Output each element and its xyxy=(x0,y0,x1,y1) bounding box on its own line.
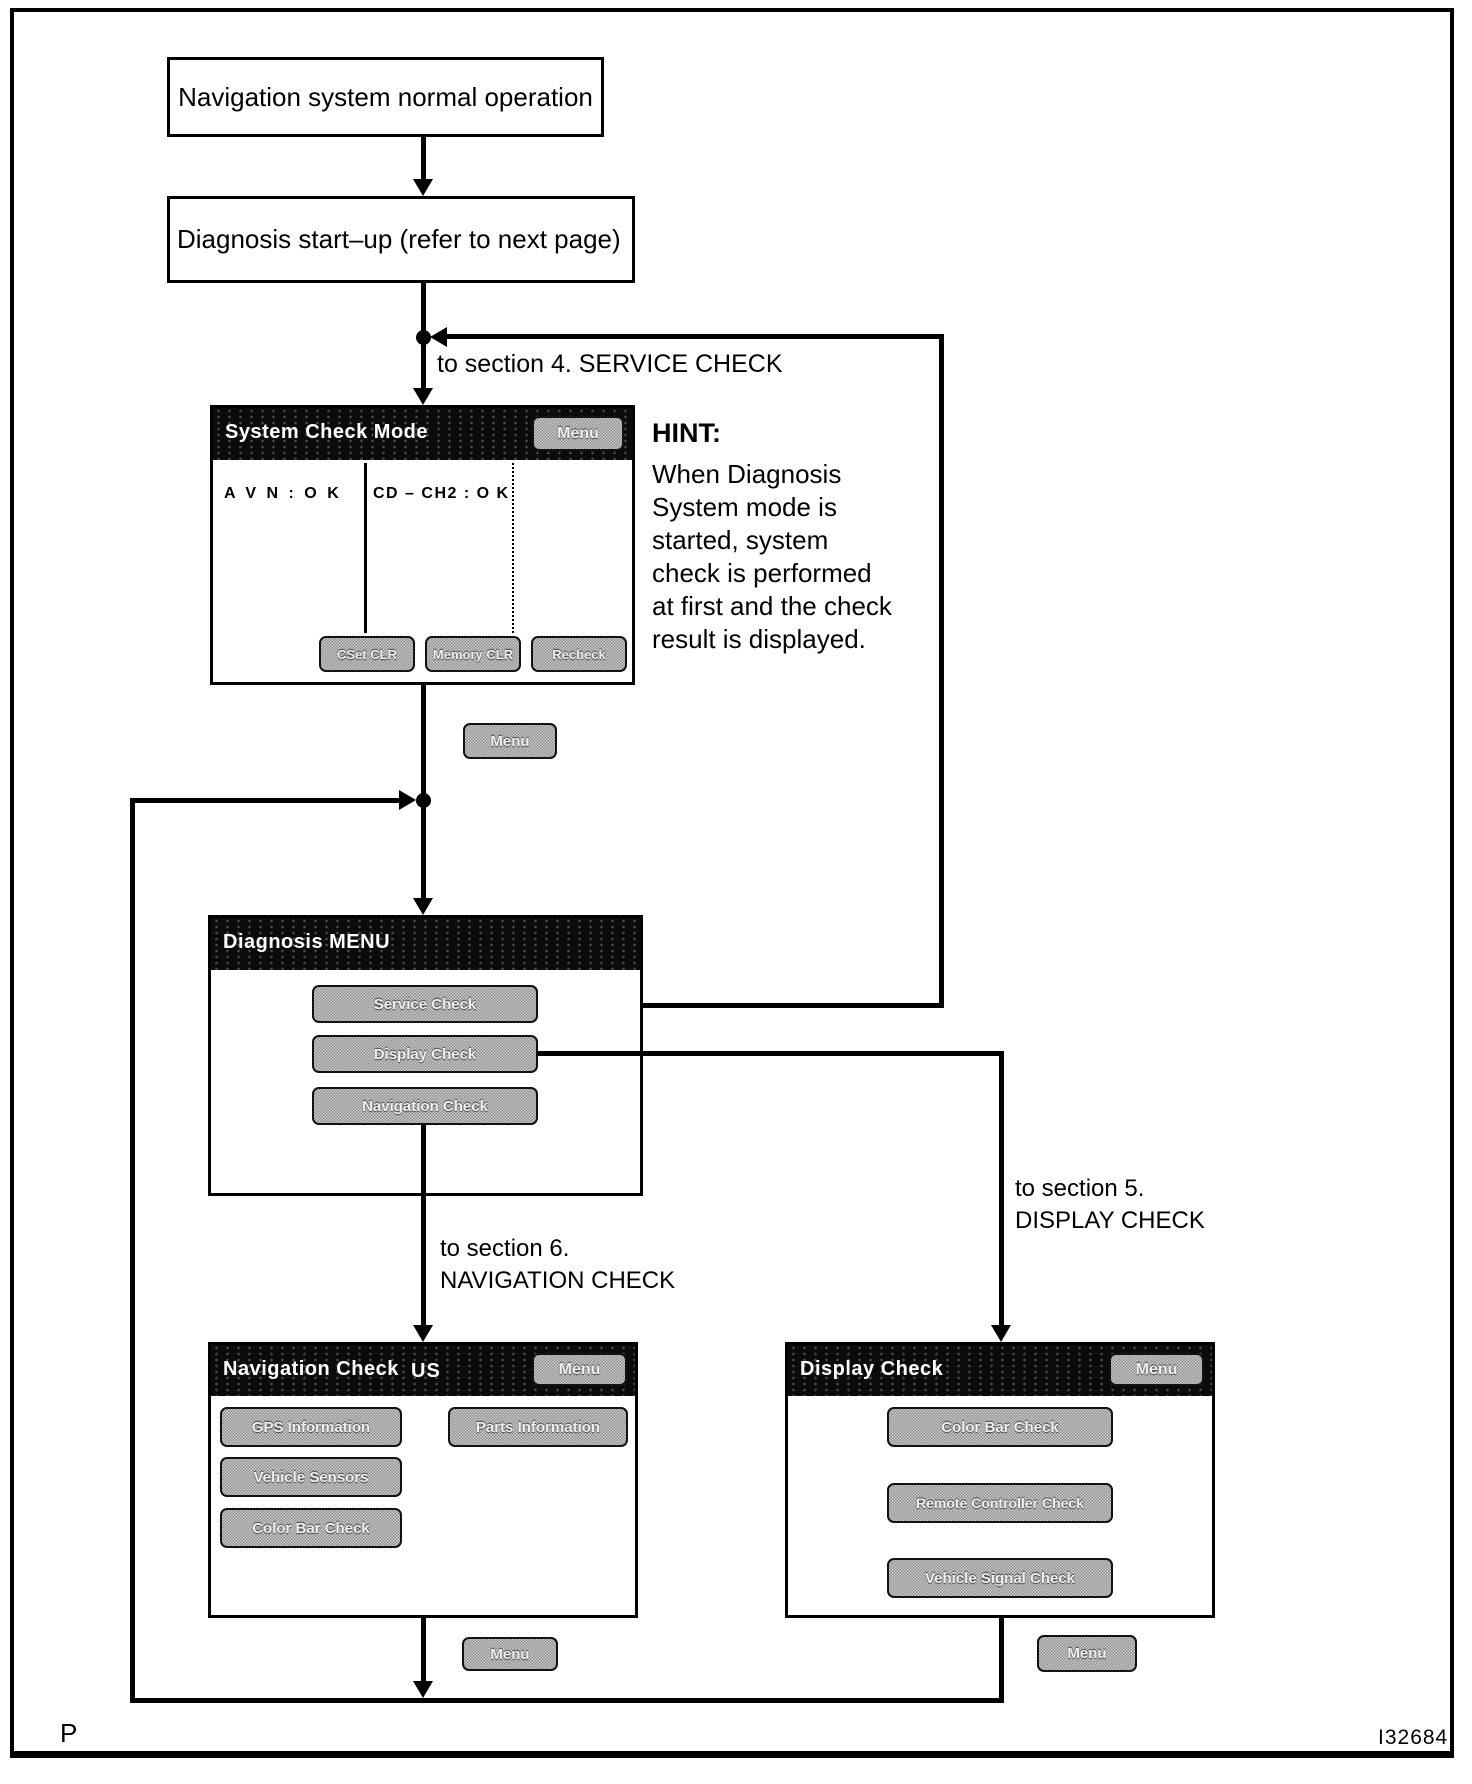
flow-box-label: Navigation system normal operation xyxy=(178,81,593,112)
color-bar-check-button[interactable]: Color Bar Check xyxy=(887,1407,1113,1447)
display-check-button[interactable]: Display Check xyxy=(312,1035,538,1073)
connector-line xyxy=(446,334,944,339)
navigation-check-header: Navigation Check US Menu xyxy=(211,1345,635,1396)
label-to-section-4: to section 4. SERVICE CHECK xyxy=(437,350,783,378)
screen-title: Navigation Check xyxy=(223,1358,399,1380)
check-result-cd: CD – CH2 : O K xyxy=(373,485,510,502)
arrowhead-down-icon xyxy=(413,179,433,196)
memory-clr-button[interactable]: Memory CLR xyxy=(425,636,521,672)
junction-dot xyxy=(416,793,431,808)
arrowhead-down-icon xyxy=(413,898,433,915)
column-divider xyxy=(364,463,367,633)
region-indicator: US xyxy=(411,1360,441,1382)
connector-line xyxy=(130,1698,1004,1703)
system-check-mode-screen: System Check Mode Menu A V N : O K CD – … xyxy=(210,405,635,685)
system-check-mode-header: System Check Mode Menu xyxy=(213,408,632,460)
hint-body: When Diagnosis System mode is started, s… xyxy=(652,459,892,654)
remote-controller-check-button[interactable]: Remote Controller Check xyxy=(887,1483,1113,1523)
menu-button[interactable]: Menu xyxy=(532,416,624,451)
connector-line xyxy=(536,1051,1004,1056)
system-check-mode-body: A V N : O K CD – CH2 : O K CSet CLR Memo… xyxy=(213,460,632,679)
menu-button[interactable]: Menu xyxy=(1109,1353,1204,1386)
menu-button-after-system-check[interactable]: Menu xyxy=(463,723,557,759)
screen-title: System Check Mode xyxy=(225,421,429,443)
connector-line xyxy=(421,1618,426,1682)
parts-information-button[interactable]: Parts Information xyxy=(448,1407,628,1447)
label-to-section-5: to section 5. DISPLAY CHECK xyxy=(1015,1175,1205,1234)
menu-button-after-navigation-check[interactable]: Menu xyxy=(462,1637,558,1671)
menu-button[interactable]: Menu xyxy=(532,1353,627,1386)
junction-dot xyxy=(416,330,431,345)
figure-code: I32684 xyxy=(1378,1726,1449,1749)
diagnosis-menu-header: Diagnosis MENU xyxy=(211,918,640,970)
arrowhead-down-icon xyxy=(991,1325,1011,1342)
screen-title: Diagnosis MENU xyxy=(223,931,391,953)
connector-line xyxy=(421,137,426,181)
navigation-check-screen: Navigation Check US Menu GPS Information… xyxy=(208,1342,638,1618)
connector-line xyxy=(130,798,135,1703)
column-divider xyxy=(512,463,514,633)
cset-clr-button[interactable]: CSet CLR xyxy=(319,636,415,672)
recheck-button[interactable]: Recheck xyxy=(531,636,627,672)
page-marker: P xyxy=(60,1718,78,1748)
navigation-check-button[interactable]: Navigation Check xyxy=(312,1087,538,1125)
gps-information-button[interactable]: GPS Information xyxy=(220,1407,402,1447)
display-check-body: Color Bar Check Remote Controller Check … xyxy=(788,1396,1212,1615)
menu-button-after-display-check[interactable]: Menu xyxy=(1037,1635,1137,1672)
vehicle-sensors-button[interactable]: Vehicle Sensors xyxy=(220,1457,402,1497)
arrowhead-down-icon xyxy=(413,388,433,405)
check-result-avn: A V N : O K xyxy=(224,485,342,502)
connector-line xyxy=(939,334,944,1008)
service-check-button[interactable]: Service Check xyxy=(312,985,538,1023)
label-to-section-6: to section 6. NAVIGATION CHECK xyxy=(440,1235,676,1294)
color-bar-check-button[interactable]: Color Bar Check xyxy=(220,1508,402,1548)
arrowhead-right-icon xyxy=(399,790,416,810)
connector-line xyxy=(421,685,426,899)
connector-line xyxy=(421,1125,426,1326)
figure-border xyxy=(10,8,1454,1758)
connector-line xyxy=(999,1618,1004,1702)
arrowhead-left-icon xyxy=(430,327,447,347)
vehicle-signal-check-button[interactable]: Vehicle Signal Check xyxy=(887,1558,1113,1598)
navigation-check-body: GPS Information Vehicle Sensors Color Ba… xyxy=(211,1396,635,1615)
display-check-header: Display Check Menu xyxy=(788,1345,1212,1396)
screen-title: Display Check xyxy=(800,1358,944,1380)
flow-box-normal-operation: Navigation system normal operation xyxy=(167,57,604,137)
connector-line xyxy=(999,1051,1004,1326)
flow-box-label: Diagnosis start–up (refer to next page) xyxy=(177,224,621,254)
arrowhead-down-icon xyxy=(413,1325,433,1342)
display-check-screen: Display Check Menu Color Bar Check Remot… xyxy=(785,1342,1215,1618)
flow-box-diagnosis-startup: Diagnosis start–up (refer to next page) xyxy=(167,196,635,283)
diagnosis-menu-body: Service Check Display Check Navigation C… xyxy=(211,970,640,1190)
arrowhead-down-icon xyxy=(413,1681,433,1698)
hint-title: HINT: xyxy=(652,418,721,448)
connector-line xyxy=(536,1003,944,1008)
connector-line xyxy=(130,798,400,803)
